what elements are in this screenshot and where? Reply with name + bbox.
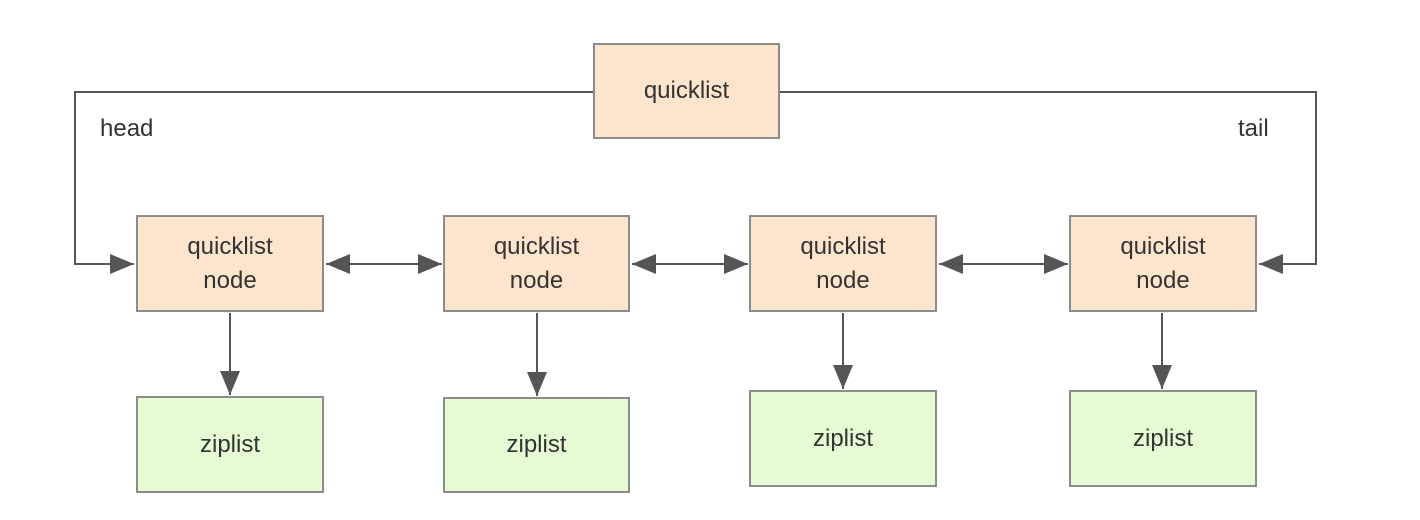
quicklist-node-3: quicklist node	[749, 215, 937, 312]
ziplist-2: ziplist	[443, 397, 630, 493]
ziplist-4: ziplist	[1069, 390, 1257, 487]
quicklist-node-label: quicklist node	[1120, 232, 1206, 294]
quicklist-node-label: quicklist node	[187, 232, 273, 294]
quicklist-box: quicklist	[593, 43, 780, 139]
ziplist-label: ziplist	[506, 431, 567, 458]
ziplist-label: ziplist	[812, 424, 873, 452]
tail-label: tail	[1238, 115, 1269, 142]
head-label: head	[100, 115, 154, 142]
ziplist-1: ziplist	[136, 396, 324, 493]
ziplist-label: ziplist	[199, 430, 260, 458]
ziplist-label: ziplist	[1132, 424, 1193, 452]
quicklist-node-2: quicklist node	[443, 215, 630, 312]
ziplist-3: ziplist	[749, 390, 937, 487]
head-connector	[74, 91, 594, 274]
quicklist-node-1: quicklist node	[136, 215, 324, 312]
tail-connector	[779, 91, 1317, 274]
quicklist-node-label: quicklist node	[493, 232, 580, 294]
quicklist-node-label: quicklist node	[800, 232, 886, 294]
quicklist-label: quicklist	[643, 77, 730, 104]
quicklist-node-4: quicklist node	[1069, 215, 1257, 312]
